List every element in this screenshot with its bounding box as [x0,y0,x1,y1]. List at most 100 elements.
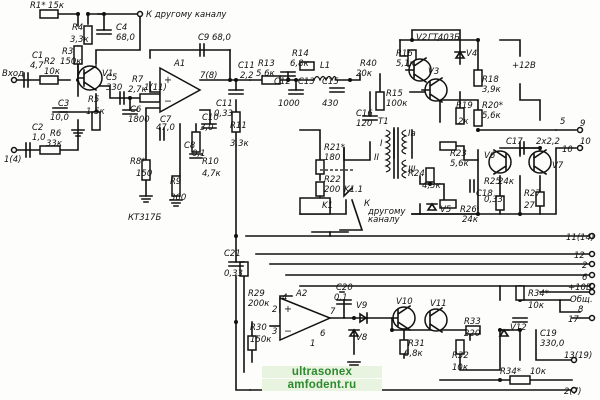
label-plus-10: +10В [568,283,592,293]
label-C16: C16 [356,109,373,119]
label-conn-11-14: 11(14) [566,233,594,243]
value-C9: 68,0 [212,33,231,43]
transistor-V7 [528,148,552,176]
label-A2-pin4: 4 [282,293,287,303]
transistor-V6 [488,148,512,176]
value-R33: 10к [528,301,545,311]
resistor-R5 [91,111,101,131]
label-V8: V8 [356,333,368,343]
label-V2: V2 [416,33,427,43]
capacitor-C21 [228,261,244,267]
label-A2-pin3: 3 [272,327,277,337]
label-R16: R16 [396,49,413,59]
diode-V8 [348,328,360,337]
transistor-V11 [424,306,448,334]
resistor-R21 [315,159,325,175]
value-R28: 200к [248,299,270,309]
label-pin-10: 10 [562,145,573,155]
value-R14: 6,8к [290,59,310,69]
svg-text:+: + [284,304,292,315]
value-R20: 5,6к [482,111,502,121]
watermark-line-2: amfodent.ru [262,379,382,391]
label-R2: R2 [44,57,55,67]
value-R24: 4,3к [422,181,442,191]
value-C15: 430 [322,99,338,109]
capacitor-C6 [122,109,138,115]
resistor-R18 [473,69,483,87]
capacitor-C13 [288,89,304,95]
value-R23: 5,6к [450,159,470,169]
label-R26: R26 [460,205,477,215]
label-C12: C12 [274,77,291,87]
label-conn-13-19: 13(19) [564,351,592,361]
value-C3: 10,0 [50,113,69,123]
value-R8: 150 [136,169,152,179]
label-V10: V10 [396,297,413,307]
label-A2-pin7: 7 [330,307,336,317]
label-R29: R30 [250,323,267,333]
label-C4: C4 [116,23,127,33]
resistor-R2 [39,75,59,85]
capacitor-C8 [189,153,203,159]
label-conn-12: 12 [574,251,585,261]
resistor-R14 [299,61,315,71]
value-R2: 10к [44,67,61,77]
resistor-R28 [239,261,249,277]
resistor-R19 [455,107,465,125]
label-V11: V11 [430,299,447,309]
label-A2-pin6: 6 [320,329,326,339]
label-R18: R18 [482,75,499,85]
resistor-R25 [495,195,505,211]
label-winding-I: I [380,139,383,149]
svg-text:+: + [164,75,172,86]
opamp-A2: + − [279,296,332,342]
label-A2: A2 [295,289,307,299]
opamp-A1: + − [159,66,202,114]
label-A1-pin-1-11: 1(11) [144,83,167,93]
inductor-L1 [313,75,337,82]
label-conn-8: 8 [578,305,584,315]
capacitor-C2 [25,142,31,158]
label-C1: C1 [32,51,43,61]
capacitor-C16 [362,115,378,121]
value-R22: 200 [324,185,340,195]
label-V4: V4 [466,49,477,59]
label-A1-pin7: 7(8) [200,71,217,81]
label-mid-other-channel-2: другому [367,207,406,217]
label-R25: R25 [484,177,501,187]
ground-symbols [71,129,361,366]
value-R21: 180 [324,153,340,163]
capacitor-symbols [23,29,528,323]
resistor-R34 [509,375,531,385]
label-R33: R34* [528,289,549,299]
value-C21: 0,33 [224,269,243,279]
value-C18: 0,33 [484,195,503,205]
label-transistor-type: КТ317Б [128,213,161,223]
value-R6: 33к [46,139,63,149]
label-V1: V1 [102,69,113,79]
value-V2: ГТ403Б [428,33,460,43]
value-R31: 10к [452,363,469,373]
label-R14: R14 [292,49,309,59]
svg-text:−: − [284,326,292,337]
value-C6: 1800 [128,115,150,125]
label-R20: R20* [482,101,503,111]
capacitor-C19 [512,317,528,323]
value-R16: 5,1к [396,59,416,69]
label-R3: R3 [62,47,73,57]
value-R9: 360 [170,193,186,203]
capacitor-C18 [469,179,475,193]
value-R13: 5,6к [256,69,276,79]
label-R34: R34* [500,367,521,377]
label-C6: C6 [130,105,142,115]
resistor-R9 [171,175,181,197]
value-C10: 3,0 [200,123,214,133]
label-V6: V6 [484,151,496,161]
value-C2: 1,0 [32,133,46,143]
label-V12: V12 [510,323,527,333]
resistor-R6 [39,145,61,155]
label-C5: C5 [106,73,117,83]
value-C11: 0,33 [214,109,233,119]
transformer-T1 [384,127,408,179]
label-supply: +12В [512,61,536,71]
